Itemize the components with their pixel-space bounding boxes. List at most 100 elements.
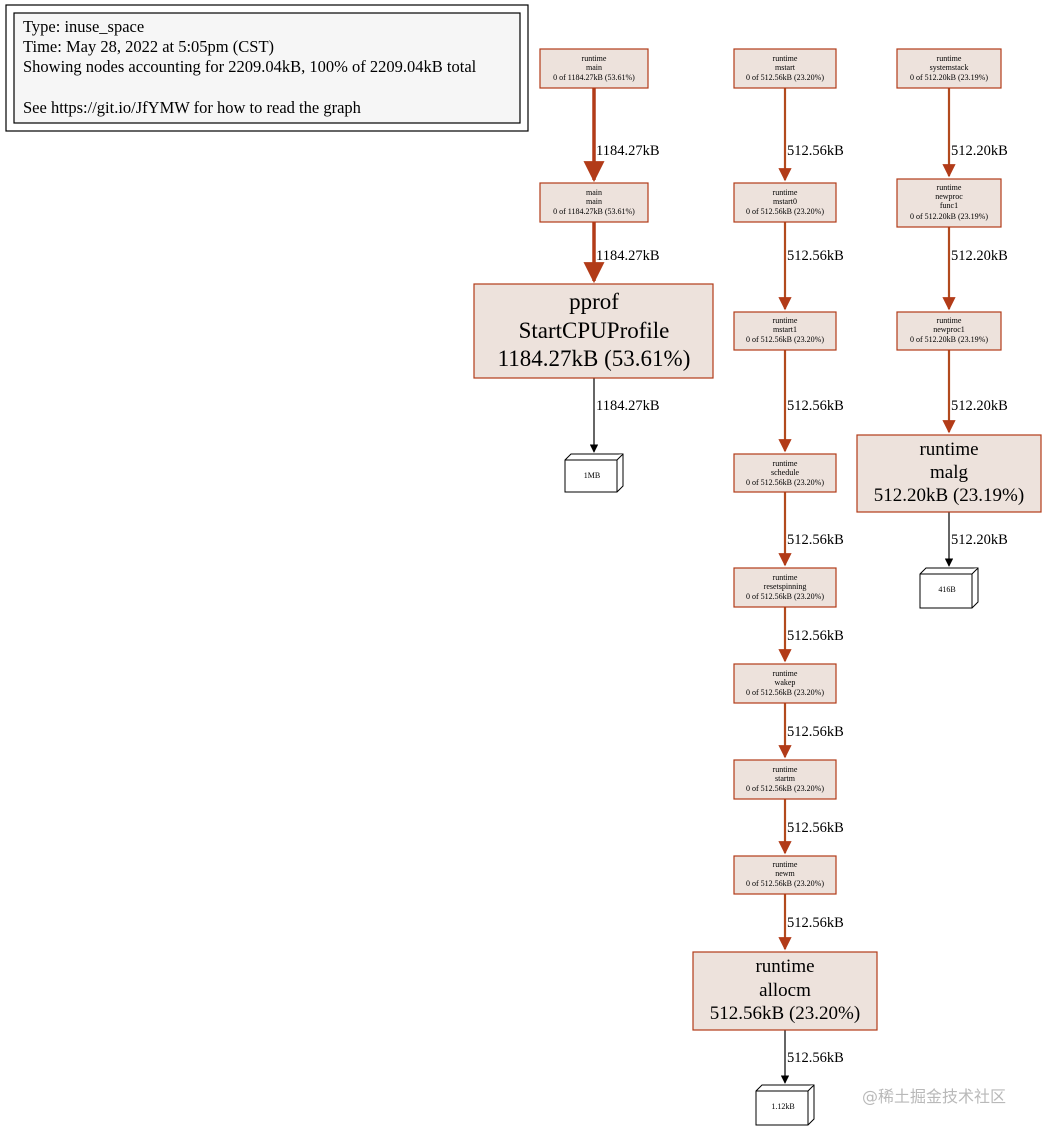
edge-label: 512.56kB <box>787 628 844 644</box>
edge-label: 512.56kB <box>787 532 844 548</box>
edge-schedule-to-resetspinning: 512.56kB <box>778 492 844 567</box>
edge-newproc1-to-malg: 512.20kB <box>942 350 1008 434</box>
node-package: runtime <box>773 765 798 774</box>
node-function: wakep <box>775 678 796 687</box>
node-function: main <box>586 197 602 206</box>
node-package: runtime <box>773 459 798 468</box>
edge-label: 512.56kB <box>787 248 844 264</box>
node-value: 0 of 512.20kB (23.19%) <box>910 335 988 344</box>
legend-showing: Showing nodes accounting for 2209.04kB, … <box>23 57 477 76</box>
node-value: 0 of 512.56kB (23.20%) <box>746 688 824 697</box>
node-function: schedule <box>771 468 799 477</box>
edge-newm-to-allocm: 512.56kB <box>778 894 844 951</box>
edge-startm-to-newm: 512.56kB <box>778 799 844 855</box>
node-package: runtime <box>773 316 798 325</box>
node-package: runtime <box>937 316 962 325</box>
node-package: pprof <box>569 289 619 314</box>
edge-mstart0-to-mstart1: 512.56kB <box>778 222 844 311</box>
box-1mb[interactable]: 1MB <box>564 453 624 493</box>
node-runtime-newproc-func1[interactable]: runtime newproc func1 0 of 512.20kB (23.… <box>896 178 1002 228</box>
legend: Type: inuse_space Time: May 28, 2022 at … <box>5 4 529 132</box>
node-function: StartCPUProfile <box>519 318 670 343</box>
node-runtime-main[interactable]: runtime main 0 of 1184.27kB (53.61%) <box>539 48 649 89</box>
node-value: 0 of 512.56kB (23.20%) <box>746 207 824 216</box>
edge-label: 512.56kB <box>787 1050 844 1066</box>
node-package: runtime <box>937 54 962 63</box>
node-runtime-mstart0[interactable]: runtime mstart0 0 of 512.56kB (23.20%) <box>733 182 837 223</box>
edge-pprof-to-1mb: 1184.27kB <box>589 378 660 453</box>
node-package: runtime <box>919 439 978 460</box>
node-function: mstart0 <box>773 197 797 206</box>
box-label: 416B <box>938 585 955 594</box>
node-value: 0 of 512.56kB (23.20%) <box>746 879 824 888</box>
node-value: 0 of 512.56kB (23.20%) <box>746 335 824 344</box>
node-runtime-startm[interactable]: runtime startm 0 of 512.56kB (23.20%) <box>733 759 837 800</box>
node-function: systemstack <box>930 63 969 72</box>
node-package: main <box>586 188 602 197</box>
edge-label: 512.20kB <box>951 398 1008 414</box>
edge-label: 512.56kB <box>787 724 844 740</box>
node-function: newproc <box>935 192 963 201</box>
box-label: 1.12kB <box>771 1102 794 1111</box>
node-runtime-wakep[interactable]: runtime wakep 0 of 512.56kB (23.20%) <box>733 663 837 704</box>
node-value: 0 of 512.56kB (23.20%) <box>746 592 824 601</box>
node-value: 1184.27kB (53.61%) <box>498 346 691 371</box>
node-package: runtime <box>773 669 798 678</box>
legend-see-link[interactable]: See https://git.io/JfYMW for how to read… <box>23 98 362 117</box>
node-main-main[interactable]: main main 0 of 1184.27kB (53.61%) <box>539 182 649 223</box>
edge-label: 512.20kB <box>951 248 1008 264</box>
node-function-suffix: func1 <box>940 201 958 210</box>
box-1-12kb[interactable]: 1.12kB <box>755 1084 815 1126</box>
node-runtime-newproc1[interactable]: runtime newproc1 0 of 512.20kB (23.19%) <box>896 311 1002 351</box>
node-runtime-mstart1[interactable]: runtime mstart1 0 of 512.56kB (23.20%) <box>733 311 837 351</box>
node-function: startm <box>775 774 796 783</box>
node-runtime-mstart[interactable]: runtime mstart 0 of 512.56kB (23.20%) <box>733 48 837 89</box>
node-value: 512.56kB (23.20%) <box>710 1003 860 1024</box>
watermark: @稀土掘金技术社区 <box>862 1087 1006 1106</box>
edge-label: 512.56kB <box>787 820 844 836</box>
node-runtime-schedule[interactable]: runtime schedule 0 of 512.56kB (23.20%) <box>733 453 837 493</box>
edge-main-main-to-pprof: 1184.27kB <box>583 222 660 284</box>
edge-label: 1184.27kB <box>596 248 660 264</box>
node-package: runtime <box>773 573 798 582</box>
edge-runtime-main-to-main-main: 1184.27kB <box>583 88 660 183</box>
node-package: runtime <box>937 183 962 192</box>
edge-label: 512.56kB <box>787 915 844 931</box>
edge-label: 512.20kB <box>951 143 1008 159</box>
legend-time: Time: May 28, 2022 at 5:05pm (CST) <box>23 37 274 56</box>
edge-label: 512.56kB <box>787 143 844 159</box>
node-function: allocm <box>759 980 811 1001</box>
edge-label: 1184.27kB <box>596 143 660 159</box>
node-runtime-allocm[interactable]: runtime allocm 512.56kB (23.20%) <box>692 951 878 1031</box>
node-runtime-systemstack[interactable]: runtime systemstack 0 of 512.20kB (23.19… <box>896 48 1002 89</box>
node-value: 0 of 512.56kB (23.20%) <box>746 784 824 793</box>
legend-inner-border <box>13 12 521 124</box>
box-416b[interactable]: 416B <box>919 567 979 609</box>
node-package: runtime <box>773 860 798 869</box>
legend-type: Type: inuse_space <box>23 17 144 36</box>
node-function: main <box>586 63 602 72</box>
node-package: runtime <box>755 956 814 977</box>
node-value: 0 of 512.20kB (23.19%) <box>910 212 988 221</box>
edge-wakep-to-startm: 512.56kB <box>778 703 844 759</box>
node-value: 0 of 512.20kB (23.19%) <box>910 73 988 82</box>
node-value: 0 of 1184.27kB (53.61%) <box>553 207 635 216</box>
node-package: runtime <box>582 54 607 63</box>
edge-allocm-to-1-12kb: 512.56kB <box>780 1030 844 1084</box>
node-value: 512.20kB (23.19%) <box>874 485 1024 506</box>
edge-mstart-to-mstart0: 512.56kB <box>778 88 844 182</box>
node-runtime-malg[interactable]: runtime malg 512.20kB (23.19%) <box>856 434 1042 513</box>
edge-malg-to-416b: 512.20kB <box>944 512 1008 567</box>
node-function: malg <box>930 462 968 483</box>
node-runtime-resetspinning[interactable]: runtime resetspinning 0 of 512.56kB (23.… <box>733 567 837 608</box>
edge-systemstack-to-newproc-func1: 512.20kB <box>942 88 1008 178</box>
node-pprof-startcpuprofile[interactable]: pprof StartCPUProfile 1184.27kB (53.61%) <box>473 283 714 379</box>
node-value: 0 of 512.56kB (23.20%) <box>746 73 824 82</box>
node-runtime-newm[interactable]: runtime newm 0 of 512.56kB (23.20%) <box>733 855 837 895</box>
node-function: mstart1 <box>773 325 797 334</box>
edge-resetspinning-to-wakep: 512.56kB <box>778 607 844 663</box>
node-function: newproc1 <box>933 325 965 334</box>
node-value: 0 of 512.56kB (23.20%) <box>746 478 824 487</box>
node-function: mstart <box>775 63 796 72</box>
node-package: runtime <box>773 188 798 197</box>
